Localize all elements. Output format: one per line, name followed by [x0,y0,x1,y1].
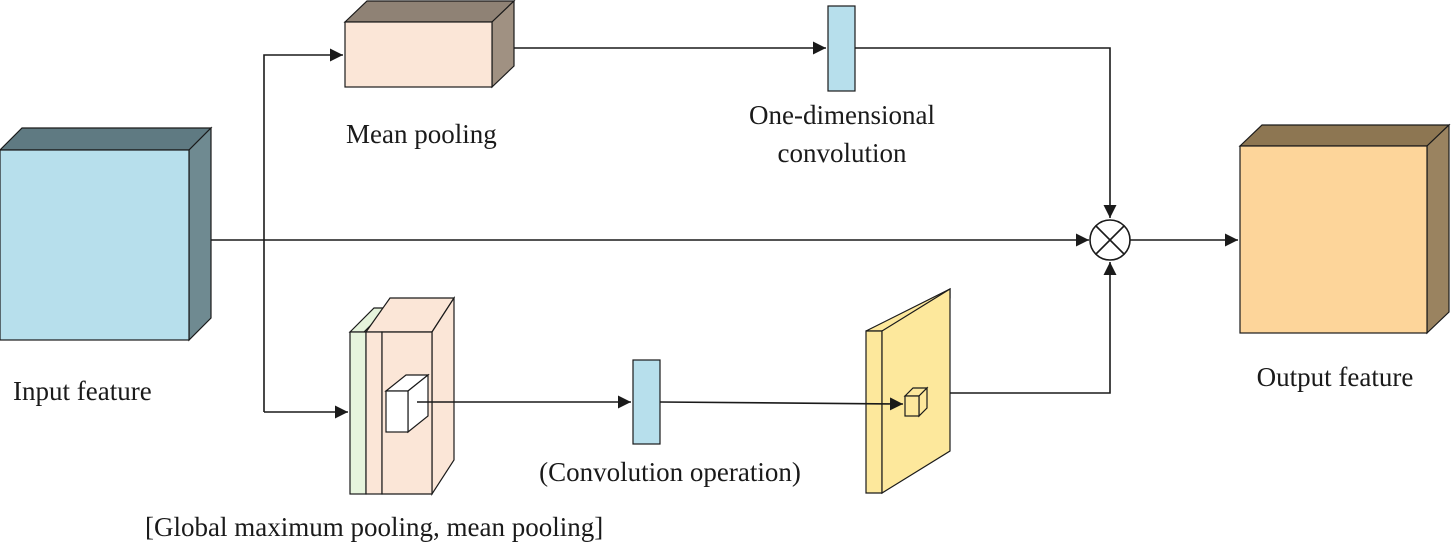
arrow-conv-to-attention-map [659,397,904,411]
output-cube-side [1426,123,1450,335]
input-cube-top [0,127,213,151]
multiply-operator-cross-b [1095,225,1125,255]
input-cube-front [0,149,190,341]
input-feature-label: Input feature [13,376,152,406]
output-cube-top [1238,124,1451,147]
output-feature-label: Output feature [1257,362,1414,392]
spatial-attention-map [865,287,951,495]
kernel-cube-front [385,390,409,433]
conv-operation-bar [632,359,661,445]
arrow-branch-to-mean-pooling [263,48,343,412]
global-pooling-label: [Global maximum pooling, mean pooling] [145,512,603,542]
arrow-conv1d-to-multiply [855,47,1117,218]
pool-peach-front [365,331,383,495]
pool-green-layer [349,331,367,495]
arrow-attention-to-multiply [950,262,1117,394]
one-dim-conv-label-line2: convolution [778,138,907,168]
input-feature-cube [0,126,213,342]
input-cube-side [188,126,212,342]
pool-peach-side [431,295,455,497]
mean-pooling-label: Mean pooling [346,119,497,149]
pooling-stack [348,295,456,497]
multiply-icon [1089,219,1131,261]
conv-operation-label: (Convolution operation) [539,457,801,487]
mean-block-top [343,0,516,23]
one-dim-conv-label-line1: One-dimensional [749,100,935,130]
attn-cube-front [904,395,920,417]
mean-block-front [344,21,493,88]
output-feature-cube [1238,123,1451,335]
output-cube-front [1239,145,1428,334]
mean-pooling-block [343,0,516,89]
attn-map-side [865,330,883,494]
one-dim-conv-bar [827,5,856,92]
